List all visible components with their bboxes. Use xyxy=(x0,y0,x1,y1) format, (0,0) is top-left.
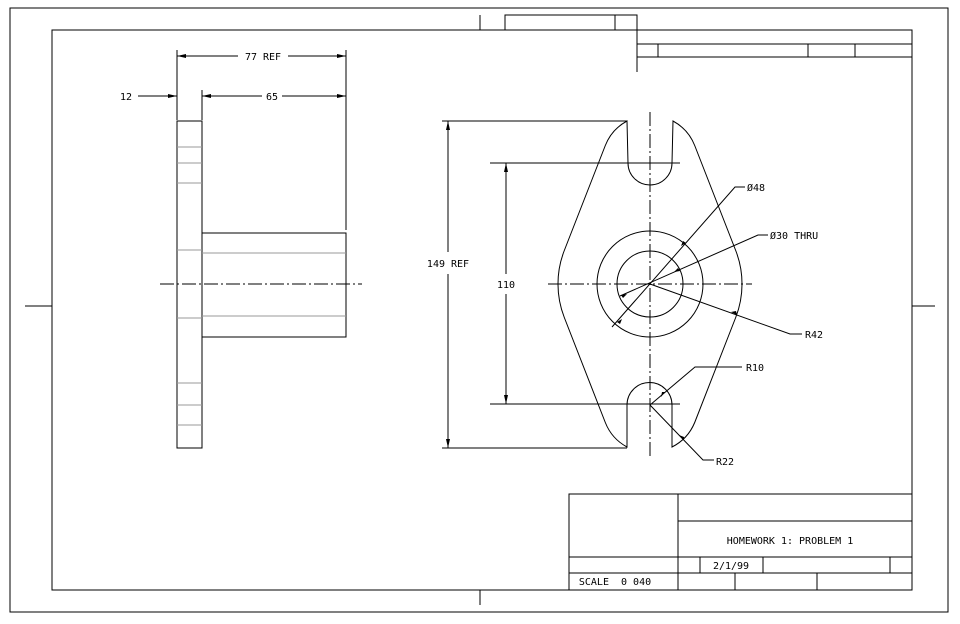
side-view: 77 REF 65 12 xyxy=(120,50,362,449)
dim-12: 12 xyxy=(120,92,132,103)
title-block: HOMEWORK 1: PROBLEM 1 2/1/99 SCALE 0 040 xyxy=(568,493,912,590)
front-view: 149 REF 110 Ø48 Ø30 THRU R42 R10 R22 xyxy=(427,112,823,468)
hub-profile xyxy=(201,232,347,338)
drawing-scale: SCALE 0 040 xyxy=(579,577,651,588)
dim-110: 110 xyxy=(497,280,515,291)
dim-65: 65 xyxy=(266,92,278,103)
callout-r42: R42 xyxy=(805,330,823,341)
callout-r22: R22 xyxy=(716,457,734,468)
drawing-date: 2/1/99 xyxy=(713,561,749,572)
callout-dia-30-thru: Ø30 THRU xyxy=(770,230,818,242)
dim-77-ref: 77 REF xyxy=(245,52,281,63)
dim-149-ref: 149 REF xyxy=(427,259,469,270)
callout-r10: R10 xyxy=(746,363,764,374)
part-outline xyxy=(557,120,743,448)
sheet-border xyxy=(9,7,949,613)
drawing-title: HOMEWORK 1: PROBLEM 1 xyxy=(727,536,853,547)
callout-dia-48: Ø48 xyxy=(747,182,765,194)
